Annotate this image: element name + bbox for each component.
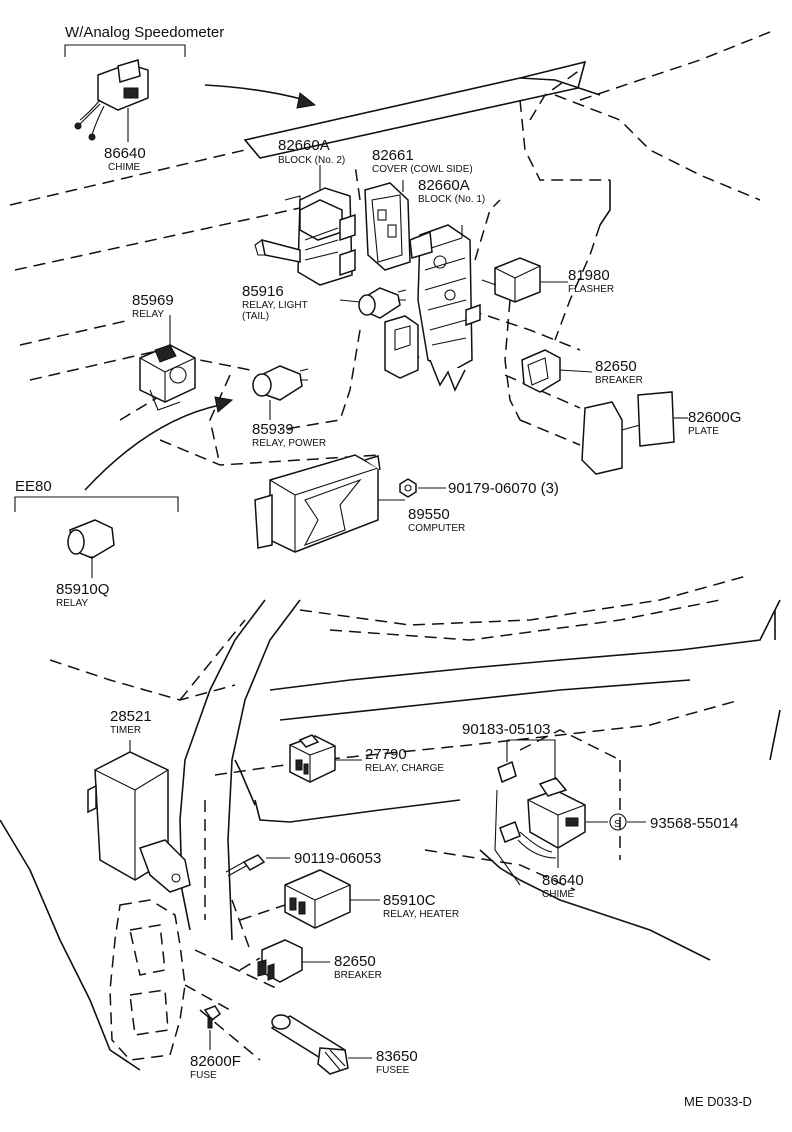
part-name-27790: RELAY, CHARGE xyxy=(365,763,444,774)
part-name-82650-top: BREAKER xyxy=(595,375,643,386)
plate-illustration xyxy=(581,391,688,475)
part-name-85969: RELAY xyxy=(132,309,164,320)
part-name-82650-bottom: BREAKER xyxy=(334,970,382,981)
part-number-83650: 83650 xyxy=(376,1048,418,1065)
fuse-illustration xyxy=(203,1005,222,1050)
ee80-group-bracket xyxy=(14,496,179,512)
part-number-82661: 82661 xyxy=(372,147,414,164)
nut-90179-illustration xyxy=(399,478,446,498)
part-number-90183: 90183-05103 xyxy=(462,721,550,738)
junction-block-illustration xyxy=(109,899,186,1061)
part-name-82661: COVER (COWL SIDE) xyxy=(372,164,473,175)
part-number-82600g: 82600G xyxy=(688,409,741,426)
part-name-82600g: PLATE xyxy=(688,426,719,437)
part-name-82600f: FUSE xyxy=(190,1070,217,1081)
breaker-82650-top-illustration xyxy=(521,349,593,393)
part-number-27790: 27790 xyxy=(365,746,407,763)
relay-charge-illustration xyxy=(289,734,362,783)
part-number-85910q: 85910Q xyxy=(56,581,109,598)
part-number-93568: 93568-55014 xyxy=(650,815,738,832)
dashboard-outline-bottom xyxy=(0,574,781,1071)
relay-85910q-illustration xyxy=(67,519,115,578)
computer-illustration xyxy=(254,454,405,553)
connector-block-illustration xyxy=(384,315,419,379)
relay-light-tail-illustration xyxy=(339,287,407,319)
part-number-81980: 81980 xyxy=(568,267,610,284)
part-name-82660a-no1: BLOCK (No. 1) xyxy=(418,194,485,205)
part-name-85916-sub: (TAIL) xyxy=(242,311,269,322)
part-name-82660a-no2: BLOCK (No. 2) xyxy=(278,155,345,166)
block-no2-illustration xyxy=(254,165,356,286)
cover-cowl-side-illustration xyxy=(364,180,411,271)
part-number-82650-top: 82650 xyxy=(595,358,637,375)
part-number-85916: 85916 xyxy=(242,283,284,300)
part-number-82650-bottom: 82650 xyxy=(334,953,376,970)
relay-85969-illustration xyxy=(139,315,196,411)
part-name-86640-top: CHIME xyxy=(108,162,141,173)
relay-power-illustration xyxy=(252,365,309,420)
ee80-header: EE80 xyxy=(15,478,52,495)
relay-heater-illustration xyxy=(284,869,380,929)
arrow-icon xyxy=(84,396,234,491)
chime-86640-top-illustration xyxy=(74,59,149,142)
bolt-90119-illustration xyxy=(225,854,290,877)
part-number-85969: 85969 xyxy=(132,292,174,309)
chime-86640-bottom-illustration xyxy=(494,739,608,886)
dashboard-outline-top xyxy=(9,29,776,466)
part-name-85910q: RELAY xyxy=(56,598,88,609)
standard-part-badge: S xyxy=(609,813,646,831)
part-number-82660a-no2: 82660A xyxy=(278,137,330,154)
part-name-89550: COMPUTER xyxy=(408,523,465,534)
part-number-89550: 89550 xyxy=(408,506,450,523)
part-number-85910c: 85910C xyxy=(383,892,436,909)
diagram-reference-code: ME D033-D xyxy=(684,1094,752,1109)
part-number-28521: 28521 xyxy=(110,708,152,725)
flasher-illustration xyxy=(481,257,568,303)
part-name-81980: FLASHER xyxy=(568,284,614,295)
part-number-85939: 85939 xyxy=(252,421,294,438)
part-number-86640-bottom: 86640 xyxy=(542,872,584,889)
part-name-86640-bottom: CHIME xyxy=(542,889,575,900)
part-number-82600f: 82600F xyxy=(190,1053,241,1070)
standard-part-badge-letter: S xyxy=(614,819,621,830)
analog-group-bracket xyxy=(64,44,186,57)
timer-illustration xyxy=(87,740,191,893)
block-no1-illustration xyxy=(409,224,481,392)
part-name-28521: TIMER xyxy=(110,725,141,736)
analog-speedometer-header: W/Analog Speedometer xyxy=(65,24,224,41)
part-name-85910c: RELAY, HEATER xyxy=(383,909,459,920)
part-number-90119: 90119-06053 xyxy=(294,850,381,867)
part-number-82660a-no1: 82660A xyxy=(418,177,470,194)
arrow-icon xyxy=(204,84,317,109)
part-name-85916: RELAY, LIGHT xyxy=(242,300,308,311)
part-number-90179: 90179-06070 (3) xyxy=(448,480,559,497)
fusee-illustration xyxy=(270,1014,372,1075)
part-name-85939: RELAY, POWER xyxy=(252,438,326,449)
part-number-86640-top: 86640 xyxy=(104,145,146,162)
part-name-83650: FUSEE xyxy=(376,1065,410,1076)
breaker-82650-bottom-illustration xyxy=(257,939,330,983)
